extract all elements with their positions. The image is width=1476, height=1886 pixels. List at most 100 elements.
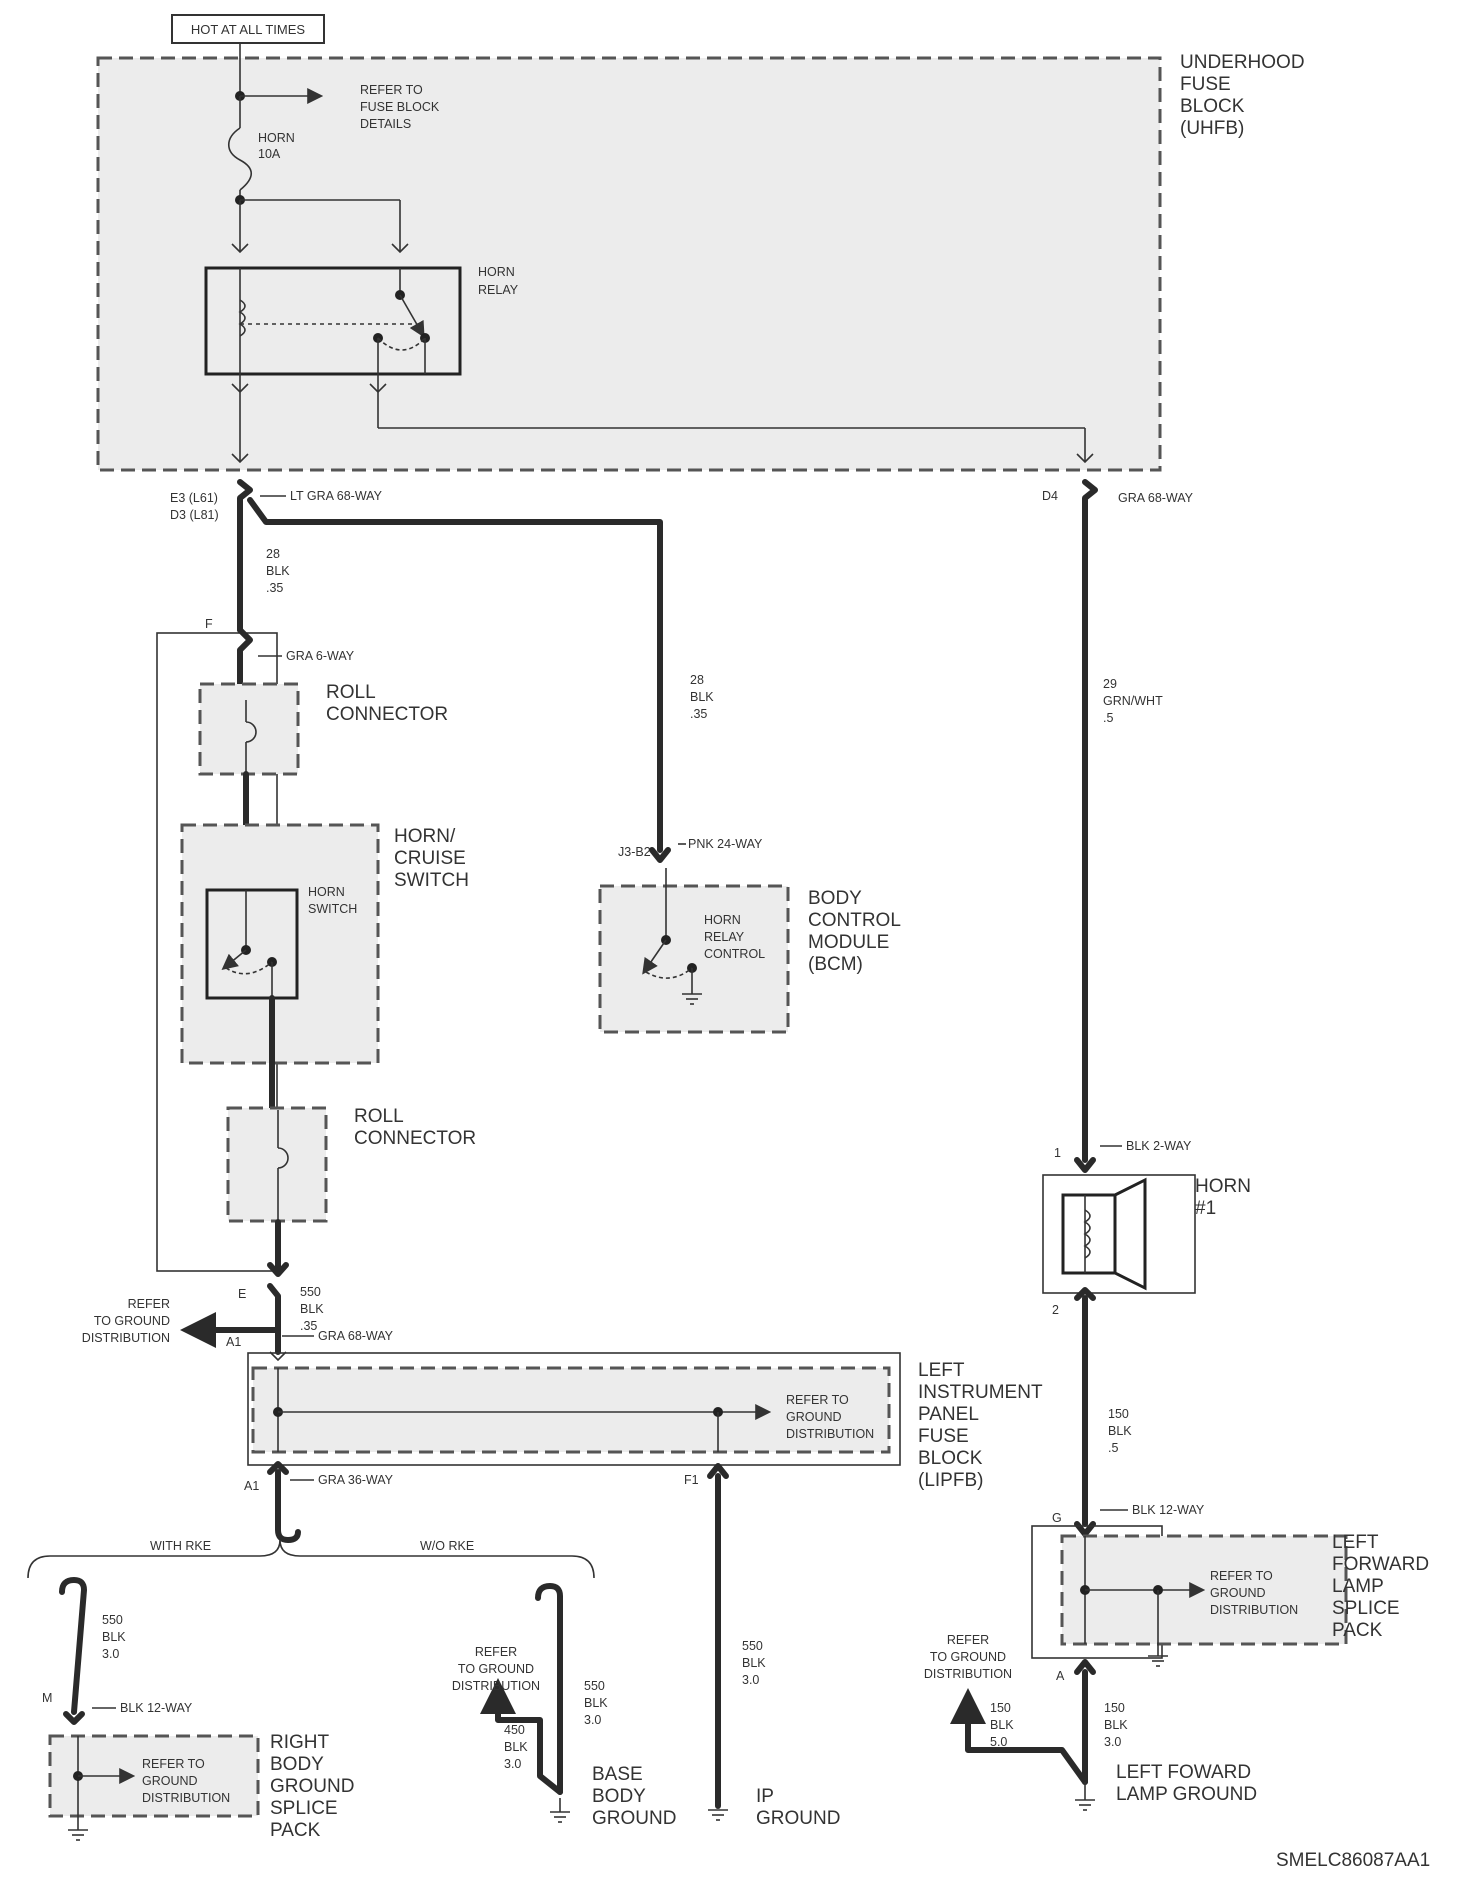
ip-ground: F1 550 BLK 3.0 IP GROUND — [684, 1463, 840, 1829]
svg-text:BLK: BLK — [690, 690, 714, 704]
svg-text:#1: #1 — [1195, 1198, 1216, 1219]
svg-text:GRA 6-WAY: GRA 6-WAY — [286, 649, 355, 663]
diagram-id: SMELC86087AA1 — [1276, 1850, 1430, 1871]
svg-text:DISTRIBUTION: DISTRIBUTION — [924, 1667, 1012, 1681]
svg-text:3.0: 3.0 — [102, 1647, 119, 1661]
svg-text:SWITCH: SWITCH — [394, 870, 469, 891]
svg-text:G: G — [1052, 1511, 1062, 1525]
wire-29-grn-wht: 29 GRN/WHT .5 — [1082, 479, 1163, 1163]
svg-text:GROUND: GROUND — [756, 1808, 840, 1829]
svg-text:.35: .35 — [300, 1319, 317, 1333]
svg-text:F: F — [205, 617, 213, 631]
svg-text:.5: .5 — [1108, 1441, 1118, 1455]
svg-text:550: 550 — [300, 1285, 321, 1299]
svg-text:DISTRIBUTION: DISTRIBUTION — [786, 1427, 874, 1441]
svg-text:MODULE: MODULE — [808, 932, 889, 953]
svg-text:E: E — [238, 1287, 246, 1301]
svg-text:CONTROL: CONTROL — [704, 947, 765, 961]
svg-text:UNDERHOOD: UNDERHOOD — [1180, 52, 1305, 73]
svg-text:HORN: HORN — [258, 131, 295, 145]
svg-text:RIGHT: RIGHT — [270, 1732, 330, 1753]
svg-text:BLK: BLK — [584, 1696, 608, 1710]
svg-text:(BCM): (BCM) — [808, 954, 863, 975]
svg-text:A1: A1 — [226, 1335, 241, 1349]
svg-text:HORN: HORN — [478, 265, 515, 279]
svg-text:F1: F1 — [684, 1473, 699, 1487]
svg-text:A1: A1 — [244, 1479, 259, 1493]
svg-text:ROLL: ROLL — [326, 682, 376, 703]
svg-text:3.0: 3.0 — [504, 1757, 521, 1771]
svg-text:LEFT: LEFT — [1332, 1532, 1379, 1553]
svg-text:5.0: 5.0 — [990, 1735, 1007, 1749]
svg-text:GROUND: GROUND — [270, 1776, 354, 1797]
svg-text:BLK: BLK — [1104, 1718, 1128, 1732]
svg-text:TO GROUND: TO GROUND — [94, 1314, 170, 1328]
svg-text:DISTRIBUTION: DISTRIBUTION — [82, 1331, 170, 1345]
horn-relay: HORN RELAY — [204, 265, 519, 376]
svg-text:BLK: BLK — [300, 1302, 324, 1316]
svg-text:BLK: BLK — [990, 1718, 1014, 1732]
wire-28-blk: 28 BLK .35 28 BLK .35 — [237, 479, 714, 853]
svg-text:CONNECTOR: CONNECTOR — [326, 704, 448, 725]
svg-text:DISTRIBUTION: DISTRIBUTION — [142, 1791, 230, 1805]
svg-text:A: A — [1056, 1669, 1065, 1683]
svg-text:E3 (L61): E3 (L61) — [170, 491, 218, 505]
svg-text:ROLL: ROLL — [354, 1106, 404, 1127]
svg-text:CRUISE: CRUISE — [394, 848, 466, 869]
svg-text:3.0: 3.0 — [742, 1673, 759, 1687]
svg-text:J3-B2: J3-B2 — [618, 845, 651, 859]
svg-text:BODY: BODY — [808, 888, 862, 909]
svg-text:1: 1 — [1054, 1146, 1061, 1160]
svg-text:29: 29 — [1103, 677, 1117, 691]
svg-text:M: M — [42, 1691, 52, 1705]
svg-text:550: 550 — [742, 1639, 763, 1653]
svg-text:TO GROUND: TO GROUND — [930, 1650, 1006, 1664]
svg-text:(LIPFB): (LIPFB) — [918, 1470, 983, 1491]
svg-text:REFER TO: REFER TO — [1210, 1569, 1273, 1583]
svg-text:.5: .5 — [1103, 711, 1113, 725]
underhood-fuse-block: UNDERHOOD FUSE BLOCK (UHFB) REFER TO FUS… — [96, 44, 1305, 472]
svg-text:PANEL: PANEL — [918, 1404, 979, 1425]
svg-text:BLOCK: BLOCK — [1180, 96, 1245, 117]
svg-text:2: 2 — [1052, 1303, 1059, 1317]
steering-column-assembly: F GRA 6-WAY ROLL CONNECTOR HORN/ CRUISE … — [156, 617, 476, 1277]
base-body-ground: REFER TO GROUND DISTRIBUTION 450 BLK 3.0… — [452, 1583, 676, 1829]
svg-text:3.0: 3.0 — [584, 1713, 601, 1727]
roll-connector-2: ROLL CONNECTOR — [226, 1106, 476, 1223]
svg-text:LT GRA 68-WAY: LT GRA 68-WAY — [290, 489, 383, 503]
svg-text:.35: .35 — [266, 581, 283, 595]
svg-text:GROUND: GROUND — [142, 1774, 198, 1788]
body-control-module: J3-B2 PNK 24-WAY BODY CONTROL MODULE (BC… — [598, 837, 901, 1034]
svg-text:CONTROL: CONTROL — [808, 910, 901, 931]
svg-text:DISTRIBUTION: DISTRIBUTION — [452, 1679, 540, 1693]
svg-text:REFER: REFER — [128, 1297, 170, 1311]
svg-text:IP: IP — [756, 1786, 774, 1807]
svg-text:PNK 24-WAY: PNK 24-WAY — [688, 837, 763, 851]
svg-text:BLK: BLK — [742, 1656, 766, 1670]
left-ip-fuse-block: E 550 BLK .35 REFER TO GROUND DISTRIBUTI… — [82, 1283, 1043, 1491]
svg-text:GROUND: GROUND — [1210, 1586, 1266, 1600]
svg-text:WITH RKE: WITH RKE — [150, 1539, 211, 1553]
svg-text:HORN: HORN — [704, 913, 741, 927]
hot-at-all-times-label: HOT AT ALL TIMES — [171, 14, 325, 44]
svg-text:(UHFB): (UHFB) — [1180, 118, 1244, 139]
svg-text:BLK: BLK — [266, 564, 290, 578]
svg-text:FUSE: FUSE — [1180, 74, 1231, 95]
horn-cruise-switch: HORN/ CRUISE SWITCH HORN SWITCH — [180, 823, 469, 1065]
svg-text:28: 28 — [266, 547, 280, 561]
right-body-ground-splice-pack: 550 BLK 3.0 M BLK 12-WAY REFER TO GROUND… — [42, 1577, 354, 1841]
svg-text:REFER: REFER — [475, 1645, 517, 1659]
svg-text:REFER: REFER — [947, 1633, 989, 1647]
svg-text:CONNECTOR: CONNECTOR — [354, 1128, 476, 1149]
svg-text:150: 150 — [1108, 1407, 1129, 1421]
svg-text:BASE: BASE — [592, 1764, 643, 1785]
svg-text:BLK: BLK — [1108, 1424, 1132, 1438]
svg-text:LAMP: LAMP — [1332, 1576, 1384, 1597]
svg-text:LEFT: LEFT — [918, 1360, 965, 1381]
svg-text:GRA 36-WAY: GRA 36-WAY — [318, 1473, 394, 1487]
svg-text:RELAY: RELAY — [478, 283, 519, 297]
svg-text:DISTRIBUTION: DISTRIBUTION — [1210, 1603, 1298, 1617]
svg-text:GRA 68-WAY: GRA 68-WAY — [318, 1329, 394, 1343]
svg-text:REFER TO: REFER TO — [786, 1393, 849, 1407]
svg-text:LAMP GROUND: LAMP GROUND — [1116, 1784, 1257, 1805]
